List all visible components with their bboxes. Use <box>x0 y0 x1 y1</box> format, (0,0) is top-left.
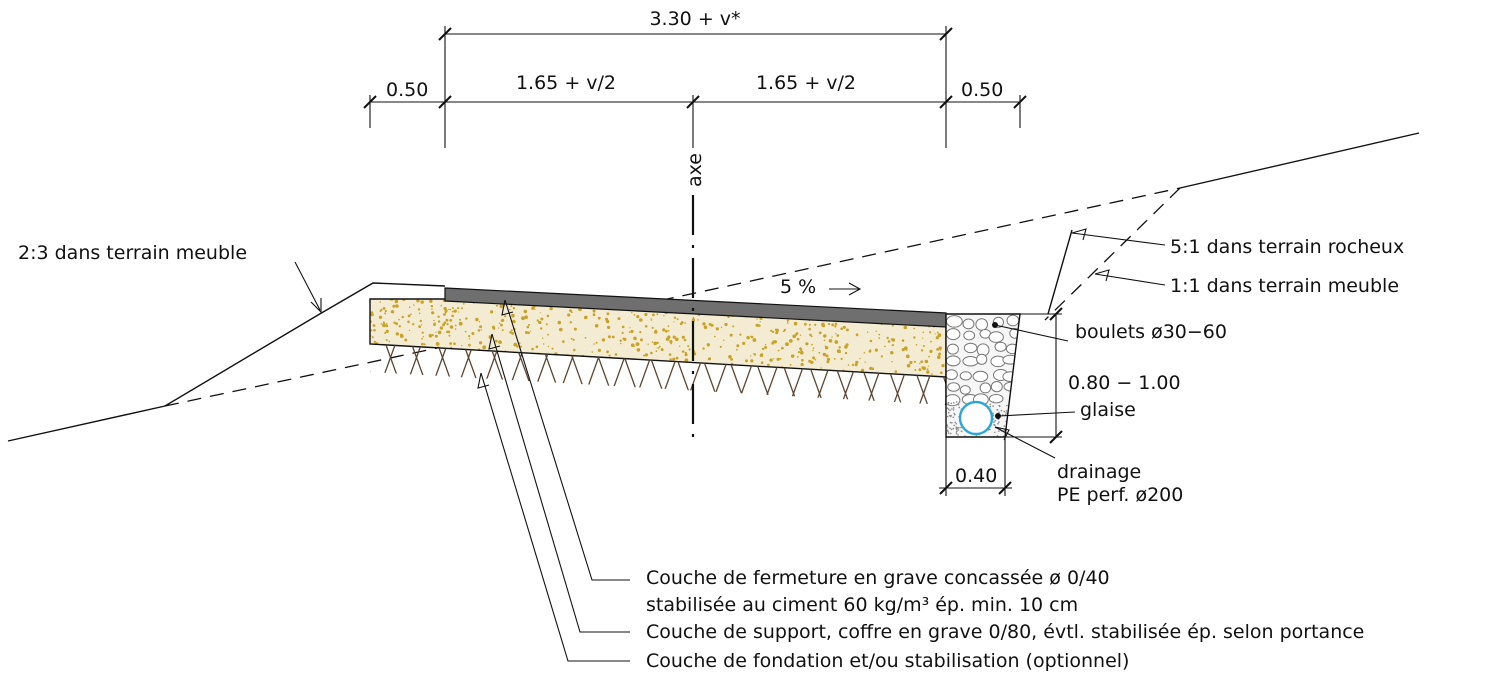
drainage-spec-label: PE perf. ø200 <box>1057 484 1183 506</box>
drain-pipe <box>958 400 994 436</box>
slope-line-5-1 <box>1047 229 1073 315</box>
slope-percent-label: 5 % <box>780 276 816 298</box>
total-width-label: 3.30 + v* <box>649 8 740 30</box>
drainage-label: drainage <box>1057 461 1141 483</box>
dimension-lines <box>363 26 1063 496</box>
terrain-left <box>7 282 446 442</box>
right-slope-rock-label: 5:1 dans terrain rocheux <box>1170 236 1404 258</box>
layer-closing-line1: Couche de fermeture en grave concassée ø… <box>646 567 1110 589</box>
slope-arrow <box>829 282 862 296</box>
ditch-boulders-label: boulets ø30−60 <box>1075 321 1227 343</box>
left-slope-label: 2:3 dans terrain meuble <box>18 242 247 264</box>
right-shoulder-label: 0.50 <box>961 79 1003 101</box>
layer-foundation-label: Couche de fondation et/ou stabilisation … <box>646 650 1129 672</box>
ditch-clay-label: glaise <box>1080 399 1136 421</box>
axis-label: axe <box>684 153 706 187</box>
layer-support-label: Couche de support, coffre en grave 0/80,… <box>646 621 1364 643</box>
right-slope-loose-label: 1:1 dans terrain meuble <box>1170 275 1399 297</box>
ditch-depth-label: 0.80 − 1.00 <box>1068 372 1181 394</box>
drainage-ditch <box>945 313 1021 438</box>
leader-lines <box>294 228 1166 662</box>
half-right-label: 1.65 + v/2 <box>756 72 856 94</box>
layer-closing-line2: stabilisée au ciment 60 kg/m³ ép. min. 1… <box>646 594 1078 616</box>
ditch-width-label: 0.40 <box>955 465 997 487</box>
terrain-right <box>1179 132 1420 189</box>
slope-line-1-1 <box>1044 187 1181 321</box>
original-ground-dashed <box>164 187 1181 407</box>
half-left-label: 1.65 + v/2 <box>516 72 616 94</box>
left-shoulder-label: 0.50 <box>386 79 428 101</box>
